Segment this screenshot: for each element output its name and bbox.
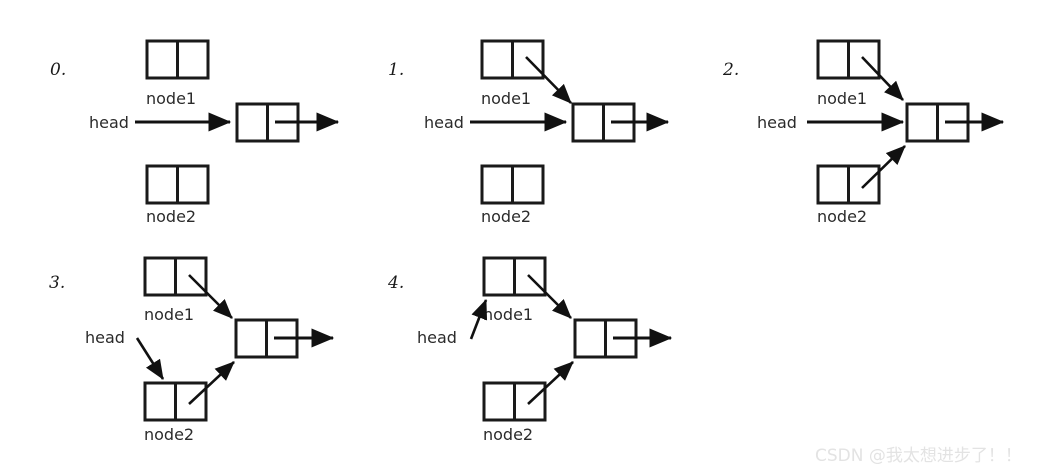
panel-0-node2-label: node2 [146, 207, 196, 226]
panel-3-node1-next-arrow [188, 274, 233, 319]
panel-3-node1-box [143, 256, 208, 297]
panel-2-node1-label: node1 [817, 89, 867, 108]
panel-1-head-label: head [424, 113, 464, 132]
panel-3-node1-label: node1 [144, 305, 194, 324]
panel-0-node2-box [145, 164, 210, 205]
panel-3-head-label: head [85, 328, 125, 347]
panel-3-node2-box [143, 381, 208, 422]
panel-0-head-label: head [89, 113, 129, 132]
panel-4: 4. node1 head node2 [387, 256, 673, 444]
panel-2-node2-label: node2 [817, 207, 867, 226]
panel-0-step-number: 0. [50, 60, 66, 80]
panel-1-node1-box [480, 39, 545, 80]
panel-1: 1. node1 head node2 [388, 39, 670, 226]
panel-3-head-arrow [135, 337, 165, 380]
panel-4-node1-box [482, 256, 547, 297]
panel-2-node1-box [816, 39, 881, 80]
panel-1-list-node-box [571, 102, 636, 143]
panel-2-step-number: 2. [722, 60, 739, 80]
panel-4-node2-box [482, 381, 547, 422]
panel-4-step-number: 4. [387, 273, 404, 293]
panel-4-head-arrow [469, 299, 488, 340]
panel-1-step-number: 1. [388, 60, 404, 80]
panel-1-node2-label: node2 [481, 207, 531, 226]
panel-1-node1-label: node1 [481, 89, 531, 108]
panel-0-node1-label: node1 [146, 89, 196, 108]
panel-3-node2-next-arrow [188, 361, 235, 405]
panel-1-node1-next-arrow [525, 56, 572, 104]
panel-2-node2-next-arrow [861, 145, 906, 189]
watermark: CSDN @我太想进步了！！ [815, 446, 1022, 466]
panel-4-node2-label: node2 [483, 425, 533, 444]
panel-3-node2-label: node2 [144, 425, 194, 444]
panel-2: 2. node1 head node2 [722, 39, 1005, 226]
panel-4-node1-next-arrow [527, 274, 572, 319]
panel-0-node1-box [145, 39, 210, 80]
panel-3: 3. node1 head node2 [49, 256, 335, 444]
panel-4-head-label: head [417, 328, 457, 347]
panel-1-node2-box [480, 164, 545, 205]
panel-4-node2-next-arrow [527, 361, 574, 405]
panel-2-node2-box [816, 164, 881, 205]
panel-2-node1-next-arrow [861, 56, 904, 101]
panel-0: 0. node1 head node2 [50, 39, 340, 226]
panel-4-node1-label: node1 [483, 305, 533, 324]
panel-2-head-label: head [757, 113, 797, 132]
panel-3-step-number: 3. [49, 273, 65, 293]
